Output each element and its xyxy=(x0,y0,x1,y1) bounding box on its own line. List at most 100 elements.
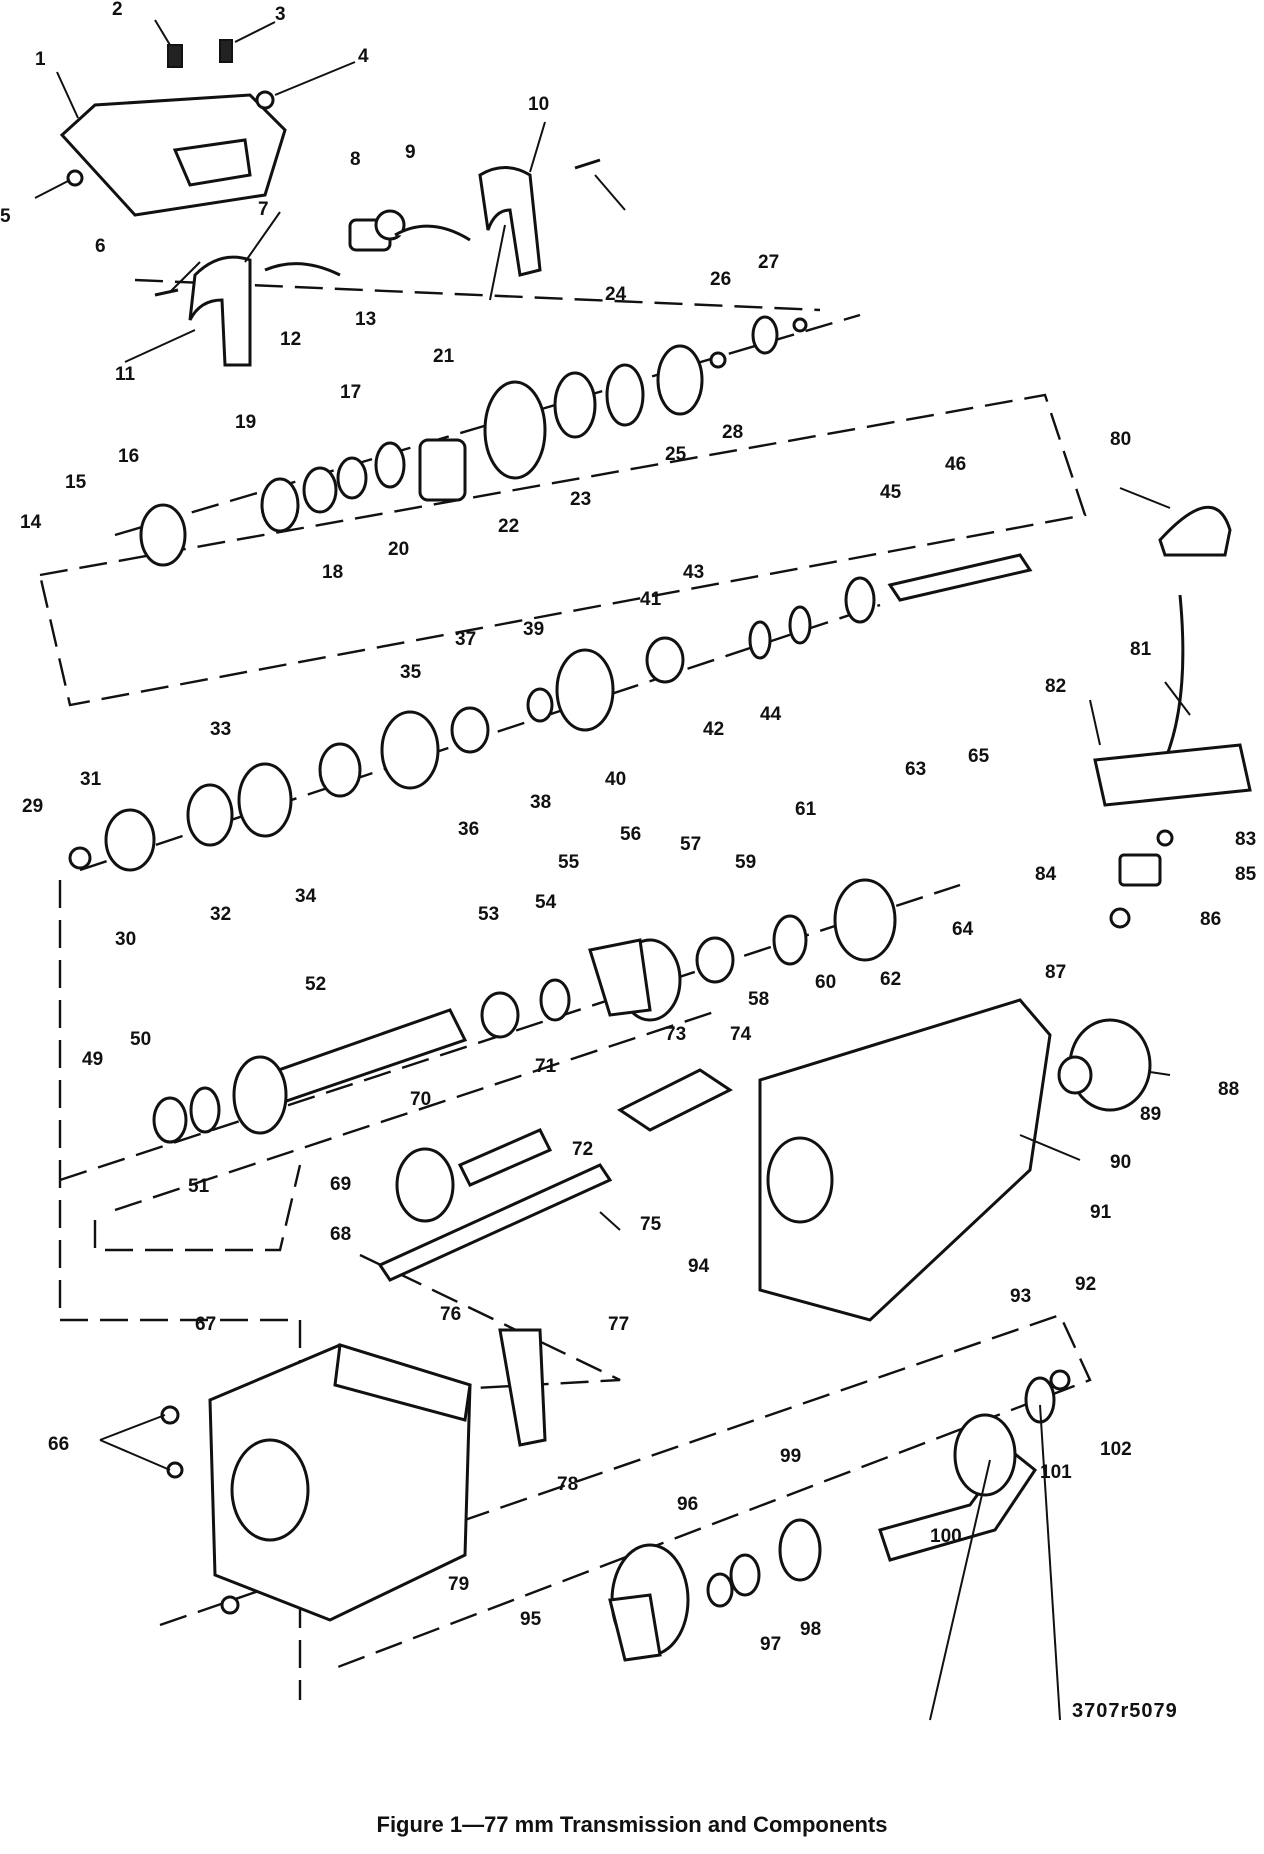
callout-101: 101 xyxy=(1040,1462,1072,1483)
callout-92: 92 xyxy=(1075,1274,1096,1295)
callout-50: 50 xyxy=(130,1029,151,1050)
callout-3: 3 xyxy=(275,4,286,25)
callout-100: 100 xyxy=(930,1526,962,1547)
callout-93: 93 xyxy=(1010,1286,1031,1307)
callout-62: 62 xyxy=(880,969,901,990)
mainshaft-row xyxy=(68,553,1033,872)
callout-89: 89 xyxy=(1140,1104,1161,1125)
cover-assembly xyxy=(59,39,287,217)
callout-82: 82 xyxy=(1045,676,1066,697)
callout-25: 25 xyxy=(665,444,687,465)
callout-83: 83 xyxy=(1235,829,1256,850)
callout-75: 75 xyxy=(640,1214,662,1235)
callout-71: 71 xyxy=(535,1056,557,1077)
callout-60: 60 xyxy=(815,972,836,993)
callout-26: 26 xyxy=(710,269,731,290)
callout-21: 21 xyxy=(433,346,455,367)
figure-reference-code: 3707r5079 xyxy=(1072,1700,1178,1722)
callout-12: 12 xyxy=(280,329,301,350)
callout-77: 77 xyxy=(608,1314,629,1335)
callout-81: 81 xyxy=(1130,639,1152,660)
callout-15: 15 xyxy=(65,472,87,493)
callout-69: 69 xyxy=(330,1174,351,1195)
callout-35: 35 xyxy=(400,662,422,683)
callout-94: 94 xyxy=(688,1256,710,1277)
callout-39: 39 xyxy=(523,619,544,640)
callout-85: 85 xyxy=(1235,864,1257,885)
callout-27: 27 xyxy=(758,252,779,273)
callout-96: 96 xyxy=(677,1494,698,1515)
output-row xyxy=(152,878,897,1144)
callout-38: 38 xyxy=(530,792,551,813)
assembly-axes xyxy=(38,278,1092,1700)
callout-64: 64 xyxy=(952,919,974,940)
callout-67: 67 xyxy=(195,1314,216,1335)
callout-labels: 1 2 3 4 5 6 7 8 9 10 11 12 13 14 15 16 1… xyxy=(0,0,1257,1655)
callout-90: 90 xyxy=(1110,1152,1131,1173)
callout-45: 45 xyxy=(880,482,902,503)
callout-23: 23 xyxy=(570,489,591,510)
callout-10: 10 xyxy=(528,94,549,115)
callout-53: 53 xyxy=(478,904,499,925)
callout-9: 9 xyxy=(405,142,416,163)
callout-80: 80 xyxy=(1110,429,1131,450)
callout-44: 44 xyxy=(760,704,782,725)
callout-76: 76 xyxy=(440,1304,461,1325)
callout-79: 79 xyxy=(448,1574,469,1595)
main-case xyxy=(160,1343,472,1622)
callout-46: 46 xyxy=(945,454,966,475)
callout-55: 55 xyxy=(558,852,580,873)
callout-6: 6 xyxy=(95,236,106,257)
callout-30: 30 xyxy=(115,929,136,950)
callout-74: 74 xyxy=(730,1024,752,1045)
callout-4: 4 xyxy=(358,46,369,67)
callout-41: 41 xyxy=(640,589,662,610)
shift-forks xyxy=(154,158,601,367)
callout-28: 28 xyxy=(722,422,743,443)
callout-97: 97 xyxy=(760,1634,781,1655)
shifter xyxy=(1093,505,1252,929)
callout-59: 59 xyxy=(735,852,756,873)
callout-57: 57 xyxy=(680,834,701,855)
callout-7: 7 xyxy=(258,199,269,220)
callout-51: 51 xyxy=(188,1176,210,1197)
callout-17: 17 xyxy=(340,382,361,403)
callout-20: 20 xyxy=(388,539,409,560)
callout-84: 84 xyxy=(1035,864,1057,885)
callout-63: 63 xyxy=(905,759,926,780)
callout-18: 18 xyxy=(322,562,343,583)
callout-40: 40 xyxy=(605,769,626,790)
callout-70: 70 xyxy=(410,1089,431,1110)
callout-91: 91 xyxy=(1090,1202,1112,1223)
callout-73: 73 xyxy=(665,1024,686,1045)
callout-65: 65 xyxy=(968,746,990,767)
callout-58: 58 xyxy=(748,989,769,1010)
callout-19: 19 xyxy=(235,412,256,433)
callout-31: 31 xyxy=(80,769,102,790)
callout-56: 56 xyxy=(620,824,641,845)
callout-54: 54 xyxy=(535,892,557,913)
callout-43: 43 xyxy=(683,562,704,583)
callout-5: 5 xyxy=(0,206,11,227)
callout-1: 1 xyxy=(35,49,46,70)
callout-78: 78 xyxy=(557,1474,578,1495)
callout-33: 33 xyxy=(210,719,231,740)
callout-52: 52 xyxy=(305,974,326,995)
figure-caption: Figure 1—77 mm Transmission and Componen… xyxy=(376,1812,888,1837)
callout-61: 61 xyxy=(795,799,817,820)
extension-housing xyxy=(758,998,1152,1322)
callout-16: 16 xyxy=(118,446,139,467)
reverse-idler xyxy=(377,1068,733,1447)
callout-66: 66 xyxy=(48,1434,69,1455)
callout-95: 95 xyxy=(520,1609,542,1630)
callout-68: 68 xyxy=(330,1224,351,1245)
callout-36: 36 xyxy=(458,819,479,840)
callout-13: 13 xyxy=(355,309,376,330)
callout-88: 88 xyxy=(1218,1079,1239,1100)
callout-87: 87 xyxy=(1045,962,1066,983)
callout-42: 42 xyxy=(703,719,724,740)
callout-2: 2 xyxy=(112,0,123,20)
callout-72: 72 xyxy=(572,1139,593,1160)
callout-14: 14 xyxy=(20,512,42,533)
